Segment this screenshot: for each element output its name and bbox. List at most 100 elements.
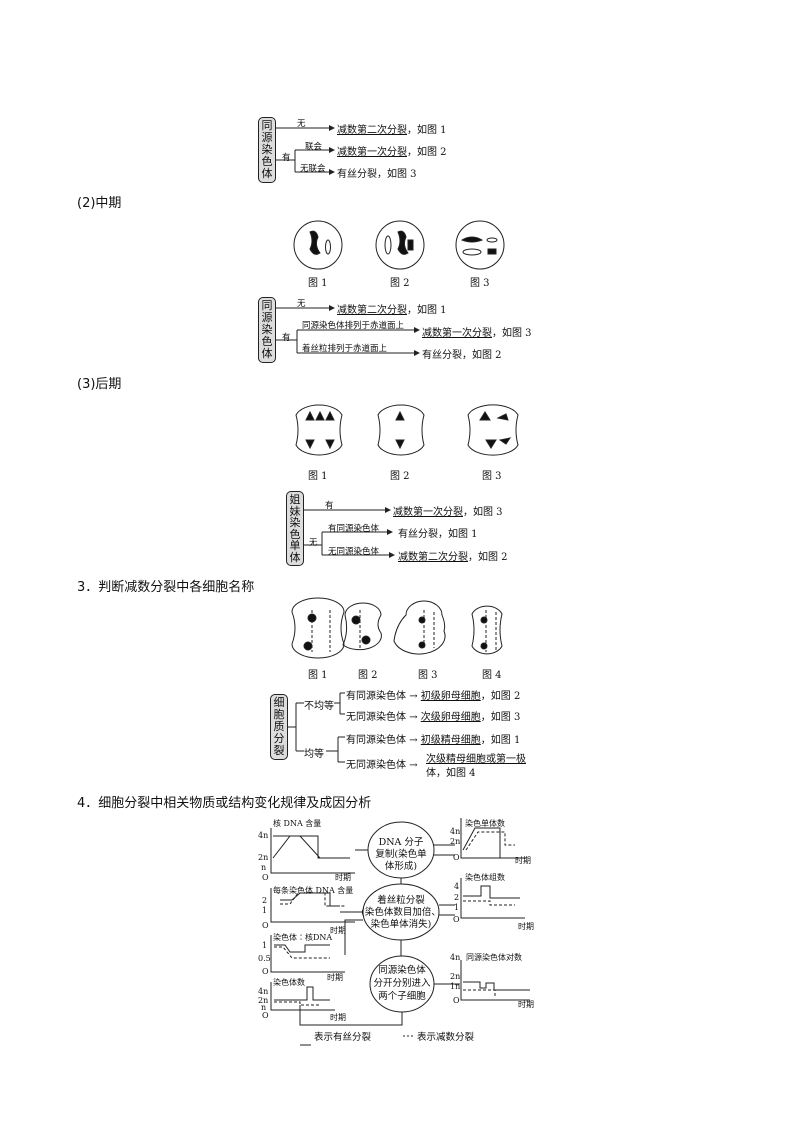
flow4-root: 细胞质分裂 [270, 694, 288, 760]
result-suffix: ，如图 2 [468, 552, 508, 563]
metaphase-cells [293, 220, 505, 270]
fig-label: 图 3 [418, 670, 438, 681]
e1-line: DNA 分子 [379, 837, 424, 848]
flow1-root: 同源染色体 [258, 117, 276, 183]
e3-line: 两个子细胞 [378, 990, 426, 1002]
g1-tick: 2n [258, 853, 268, 862]
result-key: 减数第一次分裂 [422, 328, 492, 339]
flow1-result3: 有丝分裂，如图 3 [337, 169, 417, 180]
fig-label: 图 3 [482, 471, 502, 482]
e1-line: 复制(染色单 [375, 848, 427, 860]
g2-tick: 2 [262, 896, 267, 905]
g5-xlabel: 时期 [515, 855, 531, 865]
flow1-branch1: 联会 [305, 142, 323, 152]
g3-origin: O [262, 967, 269, 976]
flow4-has-2: 有同源染色体 → 初级精母细胞，如图 1 [346, 731, 520, 746]
result-suffix: ，如图 1 [407, 125, 447, 136]
e2-line: 着丝粒分裂 [377, 894, 425, 906]
flow3-yes: 有 [325, 501, 334, 511]
result-key: 减数第一次分裂 [337, 147, 407, 158]
result-key: 减数第二次分裂 [337, 305, 407, 316]
result-suffix: ，如图 3 [480, 712, 521, 723]
flow2-result1: 减数第二次分裂，如图 1 [337, 301, 447, 316]
g2-xlabel: 时期 [330, 925, 346, 935]
flow2-branch1: 同源染色体排列于赤道面上 [302, 321, 405, 331]
flow1-branch2: 无联会 [300, 164, 326, 174]
result-key: 次级精母细胞或第一极 [426, 754, 526, 765]
flow4-connectors [288, 692, 345, 763]
metaphase-heading: (2)中期 [77, 196, 122, 211]
flow2-connectors [276, 305, 420, 356]
result-key: 减数第二次分裂 [398, 552, 468, 563]
g6-origin: O [453, 915, 460, 924]
g3-tick: 0.5 [258, 954, 271, 963]
flow3-result3: 减数第二次分裂，如图 2 [398, 548, 508, 563]
arrow-icon: → [409, 760, 418, 771]
g4-tick: 4n [258, 987, 268, 996]
g5-tick: 2n [450, 837, 460, 846]
fig-label: 图 1 [308, 670, 328, 681]
result-suffix: ，如图 3 [492, 328, 532, 339]
fig-label: 图 4 [482, 670, 502, 681]
result-suffix: ，如图 2 [407, 147, 447, 158]
fig-label: 图 1 [308, 278, 328, 289]
flow2-result2: 减数第一次分裂，如图 3 [422, 324, 532, 339]
flow2-no: 无 [297, 299, 306, 309]
result-key: 减数第一次分裂 [393, 507, 463, 518]
result-key: 初级精母细胞 [420, 735, 481, 746]
g3-xlabel: 时期 [327, 972, 343, 982]
flow3-branch2: 无同源染色体 [328, 547, 380, 557]
e1-line: 体形成) [385, 860, 417, 872]
g6-tick: 2 [454, 893, 459, 902]
e2-line: 染色单体消失) [371, 918, 432, 930]
g3-tick: 1 [262, 941, 267, 950]
g4-tick: 2n [258, 996, 268, 1005]
flow3-no: 无 [309, 538, 318, 548]
g4-title: 染色体数 [273, 977, 305, 987]
section4-heading: 4．细胞分裂中相关物质或结构变化规律及成因分析 [77, 796, 372, 811]
flow1-connectors [276, 125, 334, 172]
legend-solid: 表示有丝分裂 [314, 1031, 372, 1043]
g2-origin: O [262, 921, 269, 930]
section4-diagram [270, 818, 530, 1046]
g2-title: 每条染色体 DNA 含量 [273, 885, 353, 895]
result-suffix: ，如图 1 [407, 305, 447, 316]
anaphase-heading: (3)后期 [77, 377, 122, 392]
section3-cells [291, 597, 503, 659]
flow3-branch1: 有同源染色体 [328, 524, 380, 534]
g2-tick: 1 [262, 906, 267, 915]
flow2-yes: 有 [282, 333, 291, 343]
condition: 有同源染色体 [346, 691, 406, 702]
arrow-icon: → [409, 691, 418, 702]
g5-tick: 4n [450, 827, 460, 836]
flow1-result1: 减数第二次分裂，如图 1 [337, 121, 447, 136]
result-key: 初级卵母细胞 [420, 691, 481, 702]
flow4-none-1: 无同源染色体 → 次级卵母细胞，如图 3 [346, 708, 520, 723]
flow2-result3: 有丝分裂，如图 2 [422, 350, 502, 361]
result-suffix: ，如图 3 [463, 507, 503, 518]
flow1-no: 无 [297, 119, 306, 129]
g7-tick: 4n [450, 953, 460, 962]
e3-line: 同源染色体 [378, 964, 426, 976]
result-key: 次级卵母细胞 [420, 712, 481, 723]
flow4-equal: 均等 [304, 749, 324, 760]
flow2-branch2: 着丝粒排列于赤道面上 [302, 344, 388, 354]
flow4-has-1: 有同源染色体 → 初级卵母细胞，如图 2 [346, 687, 520, 702]
fig-label: 图 2 [390, 471, 410, 482]
result-suffix: ，如图 2 [480, 691, 521, 702]
g1-title: 核 DNA 含量 [273, 818, 321, 828]
result-suffix: ，如图 1 [480, 735, 521, 746]
result-key: 减数第二次分裂 [337, 125, 407, 136]
g7-tick: 1n [450, 982, 460, 991]
flow1-yes: 有 [282, 153, 291, 163]
g4-origin: O [262, 1011, 269, 1020]
arrow-icon: → [409, 712, 418, 723]
g1-origin: O [262, 873, 269, 882]
g6-tick: 1 [454, 903, 459, 912]
fig-label: 图 2 [358, 670, 378, 681]
g1-tick: n [261, 863, 266, 872]
anaphase-cells [295, 404, 519, 456]
condition: 无同源染色体 [346, 760, 406, 771]
